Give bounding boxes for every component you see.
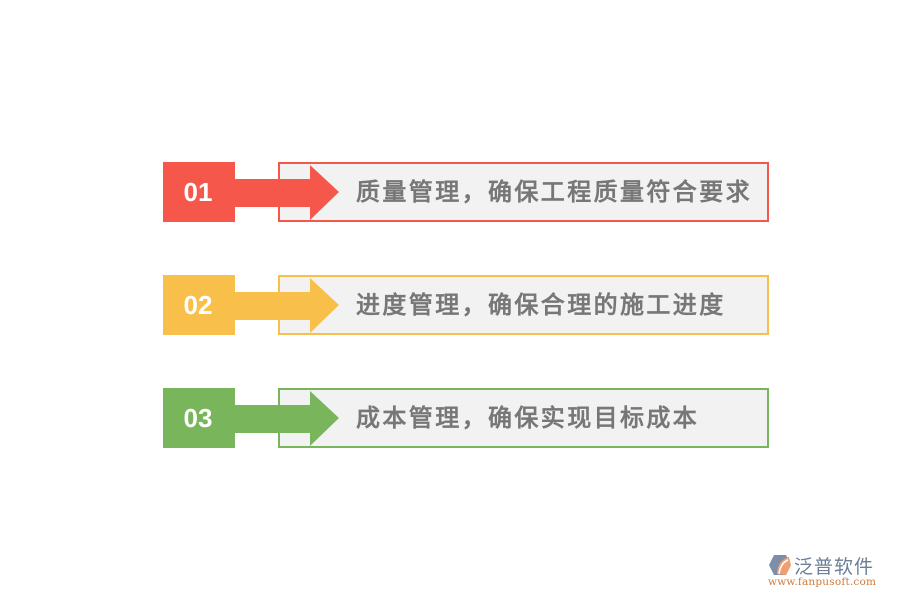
step-02: 02 进度管理，确保合理的施工进度 [163, 275, 769, 335]
step-label: 进度管理，确保合理的施工进度 [356, 291, 726, 319]
arrow-right-icon [235, 391, 339, 446]
step-number-badge: 02 [163, 275, 235, 335]
step-number-badge: 03 [163, 388, 235, 448]
brand-logo: 泛普软件 www.fanpusoft.com [768, 552, 893, 588]
fanpu-logo-icon [769, 555, 791, 575]
arrow-right-icon [235, 278, 339, 333]
step-text-box [278, 162, 769, 222]
arrow-right-icon [235, 165, 339, 220]
step-number-badge: 01 [163, 162, 235, 222]
step-text-box [278, 388, 769, 448]
step-01: 01 质量管理，确保工程质量符合要求 [163, 162, 769, 222]
step-text-box [278, 275, 769, 335]
step-number: 01 [183, 176, 213, 207]
logo-url: www.fanpusoft.com [768, 576, 877, 588]
logo-brand-name: 泛普软件 [794, 556, 875, 578]
step-number: 03 [183, 402, 213, 433]
step-label: 成本管理，确保实现目标成本 [356, 404, 700, 432]
step-number: 02 [183, 289, 213, 320]
step-03: 03 成本管理，确保实现目标成本 [163, 388, 769, 448]
step-label: 质量管理，确保工程质量符合要求 [356, 178, 752, 206]
